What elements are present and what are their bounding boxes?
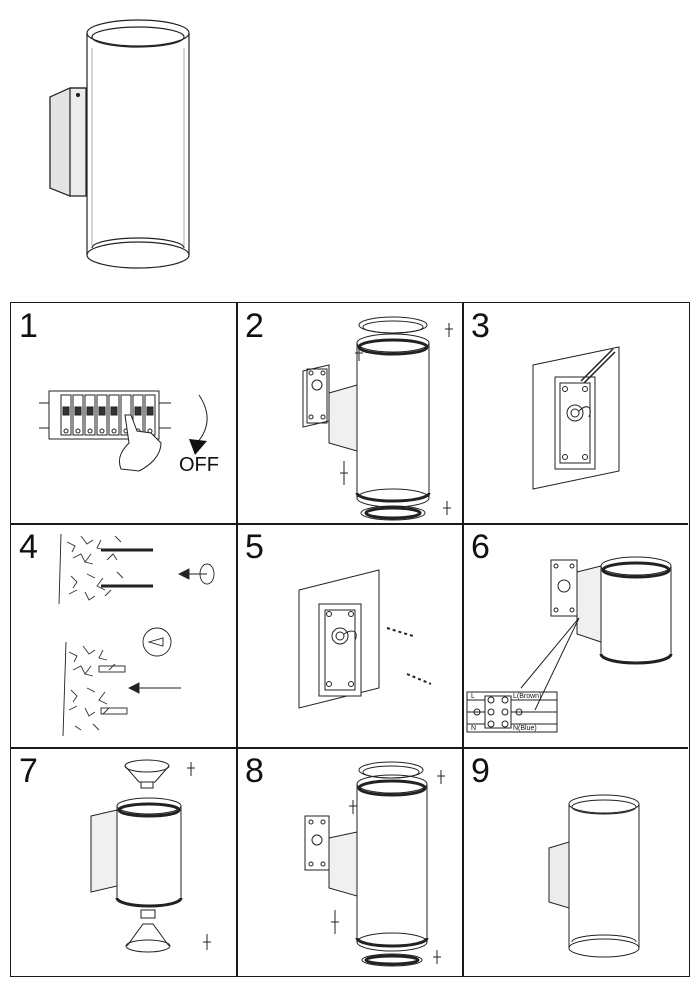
hero-fixture-illustration xyxy=(0,0,697,290)
step-7-panel: 7 xyxy=(11,748,236,976)
reassembly-illustration xyxy=(304,761,445,967)
instruction-steps-grid: 1 xyxy=(10,302,690,977)
step-3-panel: 3 xyxy=(463,303,688,523)
mark-drill-holes-illustration xyxy=(532,346,620,490)
finished-fixture-illustration xyxy=(548,794,640,958)
step-8-panel: 8 xyxy=(237,748,462,976)
step-number: 8 xyxy=(245,752,264,790)
step-4-panel: 4 xyxy=(11,524,236,747)
step-2-panel: 2 xyxy=(237,303,462,523)
drill-and-plug-illustration xyxy=(58,533,215,737)
grid-divider xyxy=(462,303,464,976)
wiring-l-label: L xyxy=(471,693,475,700)
circuit-breaker-off-illustration: OFF xyxy=(39,390,219,476)
wiring-brown-label: L(Brown) xyxy=(513,693,541,700)
fixture-drawing xyxy=(49,19,190,269)
step-number: 6 xyxy=(471,528,490,566)
step-5-panel: 5 xyxy=(237,524,462,747)
step-number: 3 xyxy=(471,307,490,345)
step-number: 5 xyxy=(245,528,264,566)
grid-divider xyxy=(236,303,238,976)
wiring-n-label: N xyxy=(471,725,476,732)
step-1-panel: 1 xyxy=(11,303,236,523)
off-label: OFF xyxy=(179,454,219,476)
grid-divider xyxy=(11,523,688,525)
mount-bracket-illustration xyxy=(298,569,432,709)
disassembly-illustration xyxy=(302,316,453,521)
step-number: 7 xyxy=(19,752,38,790)
step-9-panel: 9 xyxy=(463,748,688,976)
grid-divider xyxy=(11,747,688,749)
step-number: 2 xyxy=(245,307,264,345)
step-number: 4 xyxy=(19,528,38,566)
step-number: 9 xyxy=(471,752,490,790)
wiring-illustration: L N L(Brown) N(Blue) xyxy=(466,556,673,733)
install-bulbs-illustration xyxy=(90,759,211,953)
step-number: 1 xyxy=(19,307,38,345)
wiring-blue-label: N(Blue) xyxy=(513,725,537,732)
step-6-panel: 6 xyxy=(463,524,688,747)
